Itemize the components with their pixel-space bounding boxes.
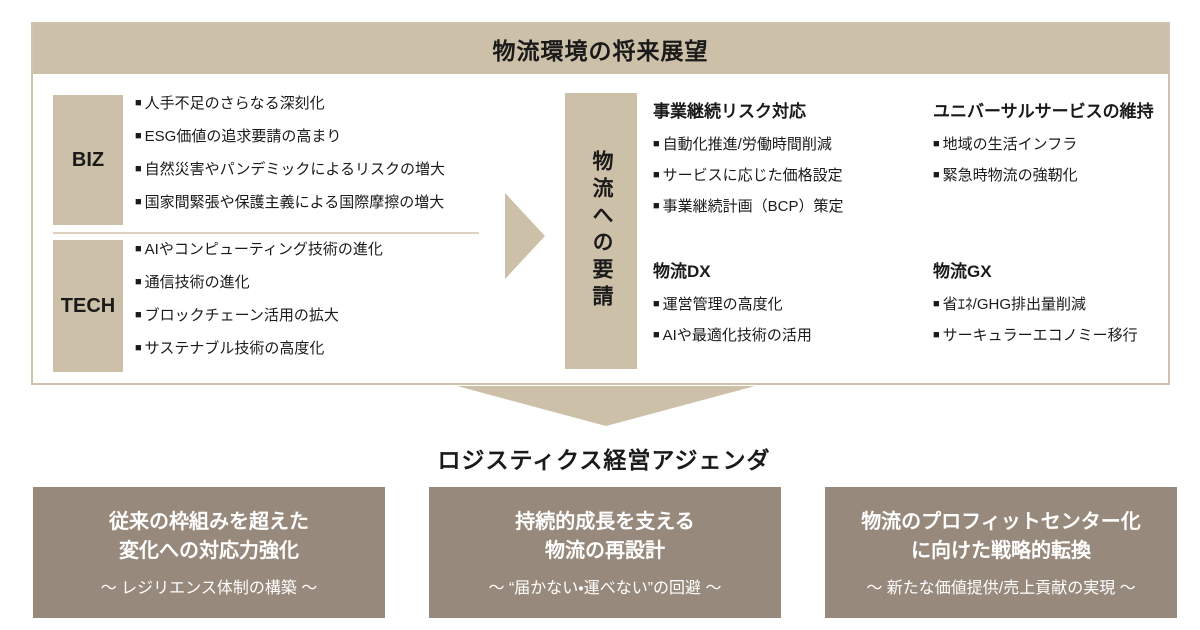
group-item-text: サービスに応じた価格設定 bbox=[662, 167, 843, 184]
group-item: ■運営管理の高度化 bbox=[653, 290, 923, 321]
future-outlook-panel: 物流環境の将来展望 BIZ ■人手不足のさらなる深刻化 ■ESG価値の追求要請の… bbox=[31, 22, 1170, 385]
group-universal-service: ユニバーサルサービスの維持 ■地域の生活インフラ ■緊急時物流の強靭化 bbox=[933, 97, 1200, 192]
tech-item-list: ■AIやコンピューティング技術の進化 ■通信技術の進化 ■ブロックチェーン活用の… bbox=[135, 234, 383, 366]
tech-item: ■通信技術の進化 bbox=[135, 267, 383, 300]
group-item: ■省ｴﾈ/GHG排出量削減 bbox=[933, 290, 1200, 321]
agenda-line: に向けた戦略的転換 bbox=[911, 539, 1091, 562]
biz-tech-divider bbox=[53, 232, 479, 234]
agenda-subline: ～ レジリエンス体制の構築 ～ bbox=[100, 579, 318, 597]
agenda-line: 物流のプロフィットセンター化 bbox=[861, 510, 1141, 533]
group-item-text: 地域の生活インフラ bbox=[942, 136, 1078, 153]
agenda-title: ロジスティクス経営アジェンダ bbox=[437, 447, 771, 473]
group-logistics-gx: 物流GX ■省ｴﾈ/GHG排出量削減 ■サーキュラーエコノミー移行 bbox=[933, 257, 1200, 352]
group-item: ■サーキュラーエコノミー移行 bbox=[933, 321, 1200, 352]
tech-item-text: ブロックチェーン活用の拡大 bbox=[144, 307, 339, 324]
bullet-square-icon: ■ bbox=[653, 329, 660, 341]
bullet-square-icon: ■ bbox=[135, 342, 142, 354]
group-business-continuity: 事業継続リスク対応 ■自動化推進/労働時間削減 ■サービスに応じた価格設定 ■事… bbox=[653, 97, 923, 223]
bullet-square-icon: ■ bbox=[933, 169, 940, 181]
biz-item: ■国家間緊張や保護主義による国際摩擦の増大 bbox=[135, 187, 445, 220]
bullet-square-icon: ■ bbox=[135, 130, 142, 142]
agenda-line: 変化への対応力強化 bbox=[119, 539, 299, 562]
group-item-text: 緊急時物流の強靭化 bbox=[942, 167, 1078, 184]
tech-label: TECH bbox=[60, 294, 116, 317]
agenda-line: 従来の枠組みを超えた bbox=[109, 510, 309, 533]
bullet-square-icon: ■ bbox=[653, 298, 660, 310]
bullet-square-icon: ■ bbox=[653, 138, 660, 150]
biz-item-text: ESG価値の追求要請の高まり bbox=[144, 128, 342, 145]
group-item-text: AIや最適化技術の活用 bbox=[662, 327, 812, 344]
group-item-text: 事業継続計画（BCP）策定 bbox=[662, 198, 844, 215]
biz-label-box: BIZ bbox=[53, 95, 123, 225]
group-title: 物流GX bbox=[933, 262, 992, 281]
biz-item-text: 自然災害やパンデミックによるリスクの増大 bbox=[144, 161, 445, 178]
tech-item: ■サステナブル技術の高度化 bbox=[135, 333, 383, 366]
tech-item-text: AIやコンピューティング技術の進化 bbox=[144, 241, 383, 258]
agenda-box-redesign: 持続的成長を支える 物流の再設計 ～ “届かない・運べない”の回避 ～ bbox=[429, 487, 781, 618]
group-item-list: ■省ｴﾈ/GHG排出量削減 ■サーキュラーエコノミー移行 bbox=[933, 290, 1200, 352]
bullet-square-icon: ■ bbox=[135, 196, 142, 208]
group-item-text: 運営管理の高度化 bbox=[662, 296, 783, 313]
group-item-list: ■地域の生活インフラ ■緊急時物流の強靭化 bbox=[933, 130, 1200, 192]
bullet-square-icon: ■ bbox=[653, 169, 660, 181]
group-item-list: ■自動化推進/労働時間削減 ■サービスに応じた価格設定 ■事業継続計画（BCP）… bbox=[653, 130, 923, 223]
agenda-box-resilience: 従来の枠組みを超えた 変化への対応力強化 ～ レジリエンス体制の構築 ～ bbox=[33, 487, 385, 618]
down-arrow-icon bbox=[457, 386, 755, 426]
group-title: 物流DX bbox=[653, 262, 711, 281]
group-logistics-dx: 物流DX ■運営管理の高度化 ■AIや最適化技術の活用 bbox=[653, 257, 923, 352]
group-title: 事業継続リスク対応 bbox=[653, 102, 806, 121]
biz-item: ■ESG価値の追求要請の高まり bbox=[135, 121, 445, 154]
group-item: ■緊急時物流の強靭化 bbox=[933, 161, 1200, 192]
tech-label-box: TECH bbox=[53, 240, 123, 372]
logistics-demand-banner: 物流への要請 bbox=[565, 93, 637, 369]
tech-item-text: 通信技術の進化 bbox=[144, 274, 250, 291]
bullet-square-icon: ■ bbox=[933, 298, 940, 310]
group-item-list: ■運営管理の高度化 ■AIや最適化技術の活用 bbox=[653, 290, 923, 352]
agenda-line: 物流の再設計 bbox=[545, 539, 665, 562]
tech-item-text: サステナブル技術の高度化 bbox=[144, 340, 325, 357]
bullet-square-icon: ■ bbox=[933, 138, 940, 150]
biz-item: ■人手不足のさらなる深刻化 bbox=[135, 88, 445, 121]
bullet-square-icon: ■ bbox=[135, 276, 142, 288]
bullet-square-icon: ■ bbox=[933, 329, 940, 341]
group-item-text: サーキュラーエコノミー移行 bbox=[942, 327, 1138, 344]
bullet-square-icon: ■ bbox=[135, 243, 142, 255]
agenda-line: 持続的成長を支える bbox=[515, 510, 695, 533]
tech-item: ■AIやコンピューティング技術の進化 bbox=[135, 234, 383, 267]
group-item-text: 省ｴﾈ/GHG排出量削減 bbox=[942, 296, 1086, 313]
biz-item-text: 国家間緊張や保護主義による国際摩擦の増大 bbox=[144, 194, 445, 211]
agenda-subline: ～ 新たな価値提供/売上貢献の実現 ～ bbox=[866, 579, 1136, 597]
group-item: ■AIや最適化技術の活用 bbox=[653, 321, 923, 352]
bullet-square-icon: ■ bbox=[135, 309, 142, 321]
biz-item-text: 人手不足のさらなる深刻化 bbox=[144, 95, 325, 112]
group-item: ■事業継続計画（BCP）策定 bbox=[653, 192, 923, 223]
bullet-square-icon: ■ bbox=[653, 200, 660, 212]
group-item: ■サービスに応じた価格設定 bbox=[653, 161, 923, 192]
group-item: ■地域の生活インフラ bbox=[933, 130, 1200, 161]
right-arrow-icon bbox=[505, 193, 545, 279]
agenda-box-profit-center: 物流のプロフィットセンター化 に向けた戦略的転換 ～ 新たな価値提供/売上貢献の… bbox=[825, 487, 1177, 618]
biz-item: ■自然災害やパンデミックによるリスクの増大 bbox=[135, 154, 445, 187]
bullet-square-icon: ■ bbox=[135, 163, 142, 175]
tech-item: ■ブロックチェーン活用の拡大 bbox=[135, 300, 383, 333]
agenda-subline: ～ “届かない・運べない”の回避 ～ bbox=[488, 579, 722, 597]
group-item-text: 自動化推進/労働時間削減 bbox=[662, 136, 832, 153]
biz-label: BIZ bbox=[71, 148, 105, 171]
group-item: ■自動化推進/労働時間削減 bbox=[653, 130, 923, 161]
biz-item-list: ■人手不足のさらなる深刻化 ■ESG価値の追求要請の高まり ■自然災害やパンデミ… bbox=[135, 88, 445, 220]
bullet-square-icon: ■ bbox=[135, 97, 142, 109]
panel-title: 物流環境の将来展望 bbox=[33, 24, 1168, 74]
panel-body: BIZ ■人手不足のさらなる深刻化 ■ESG価値の追求要請の高まり ■自然災害や… bbox=[33, 74, 1168, 383]
group-title: ユニバーサルサービスの維持 bbox=[933, 102, 1154, 121]
